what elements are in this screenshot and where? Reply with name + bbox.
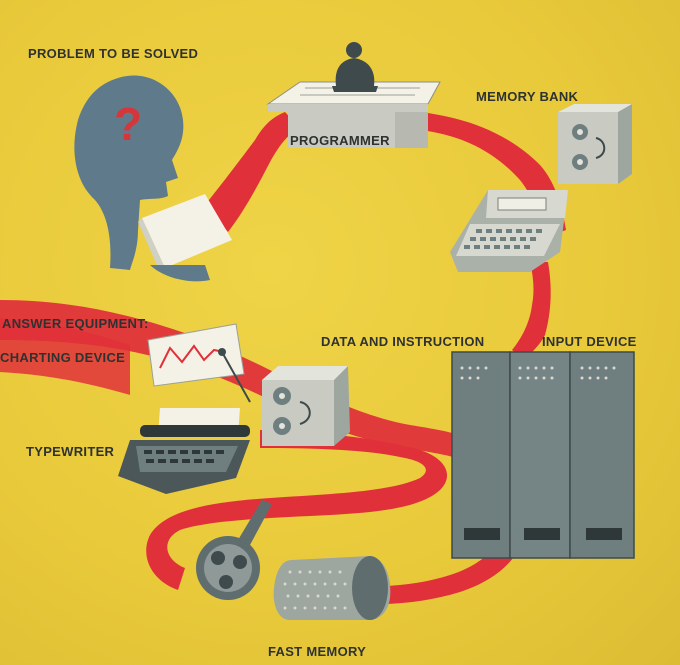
label-fast-memory: FAST MEMORY (268, 644, 366, 659)
programmer-desk (266, 81, 441, 148)
typewriter (118, 408, 250, 494)
charting-device (147, 323, 251, 403)
label-input-device: INPUT DEVICE (542, 334, 637, 349)
memory-bank-unit (558, 104, 632, 184)
label-data-and-instruction: DATA AND INSTRUCTION (321, 334, 484, 349)
label-charting-device: CHARTING DEVICE (0, 350, 125, 365)
label-answer-equipment: ANSWER EQUIPMENT: (2, 316, 149, 331)
tape-reel (196, 500, 272, 600)
memory-drum (273, 556, 391, 620)
keyboard-input-console (450, 190, 568, 272)
label-programmer: PROGRAMMER (290, 133, 390, 148)
label-memory-bank: MEMORY BANK (476, 89, 579, 104)
input-device-cabinets (451, 351, 635, 559)
programmer-figure (332, 42, 378, 92)
tape-memory-unit (262, 366, 350, 446)
problem-paper (138, 194, 232, 282)
head-silhouette (74, 75, 184, 270)
label-typewriter: TYPEWRITER (26, 444, 115, 459)
label-problem: PROBLEM TO BE SOLVED (28, 46, 198, 61)
question-mark: ? (114, 98, 142, 150)
